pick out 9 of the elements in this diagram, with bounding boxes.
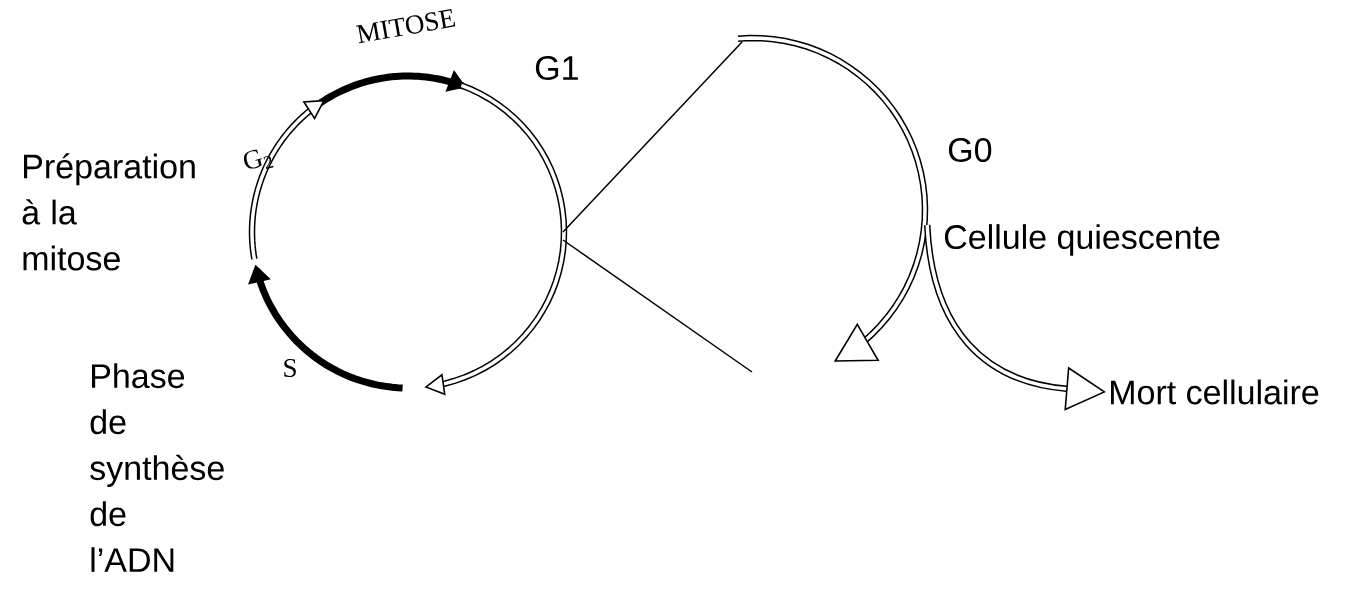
note-text: Phase de synthèse de l’ADN bbox=[90, 363, 224, 572]
phase-label: G1 bbox=[535, 55, 578, 81]
curved-arrow bbox=[737, 34, 929, 362]
phase-label: MITOSE bbox=[356, 9, 456, 44]
note-text: Préparation à la mitose bbox=[22, 153, 195, 271]
curved-arrow bbox=[923, 224, 1106, 411]
phase-label: S bbox=[284, 358, 296, 378]
end-label: Mort cellulaire bbox=[1111, 379, 1319, 405]
note-text: Cellule quiescente bbox=[944, 224, 1220, 256]
